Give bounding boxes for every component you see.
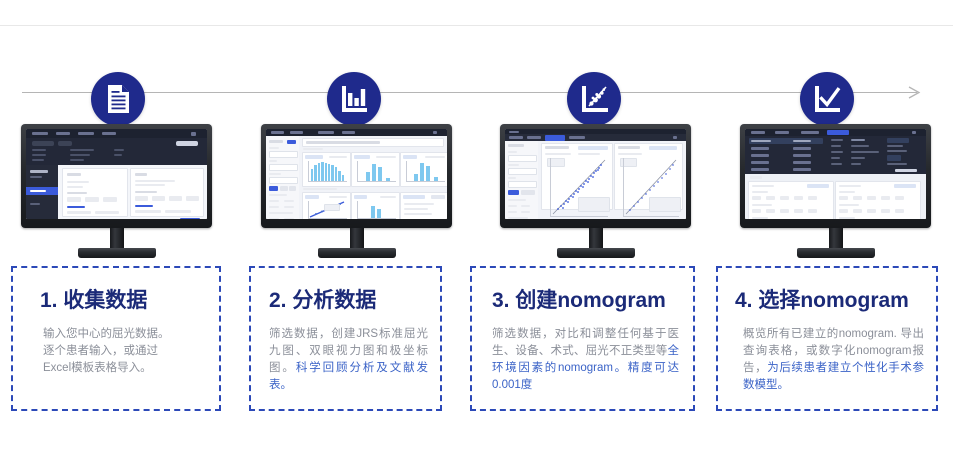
screen-control-panel <box>505 141 539 219</box>
monitor-bezel <box>261 124 452 228</box>
step-card-3-title: 3. 创建nomogram <box>492 289 666 312</box>
document-icon <box>105 84 132 114</box>
step-icon-scatter <box>567 72 621 126</box>
timeline <box>0 72 953 140</box>
step-icon-bar-chart <box>327 72 381 126</box>
step-card-1-title: 1. 收集数据 <box>40 289 148 312</box>
step-card-2-title: 2. 分析数据 <box>269 289 377 312</box>
screen-scatter-area <box>538 141 686 219</box>
step-card-4-title: 4. 选择nomogram <box>735 289 909 312</box>
step-card-1-line-1: 输入您中心的屈光数据。 <box>43 328 170 340</box>
monitor-bezel <box>740 124 931 228</box>
screen-navbar <box>266 129 447 136</box>
screen-filter-panel <box>26 138 207 165</box>
step-card-4: 4. 选择nomogram 概览所有已建立的nomogram. 导出查询表格，或… <box>716 266 938 411</box>
monitor-neck <box>588 228 603 250</box>
monitor-dashboard-charts <box>261 124 452 258</box>
screen-navbar <box>745 129 926 136</box>
screen-titlebar <box>505 129 686 134</box>
monitor-base <box>796 248 875 258</box>
screen-content <box>58 165 207 219</box>
step-card-3-text-plain: 筛选数据，对比和调整任何基于医生、设备、术式、屈光不正类型等 <box>492 328 679 357</box>
step-card-1-line-3: Excel模板表格导入。 <box>43 362 152 374</box>
check-chart-icon <box>813 85 841 113</box>
step-card-1-body: 输入您中心的屈光数据。 逐个患者输入，或通过 Excel模板表格导入。 <box>43 326 205 377</box>
step-card-3-text-highlight: 全环境因素的nomogram。精度可达0.001度 <box>492 345 679 391</box>
timeline-line <box>22 92 917 93</box>
arrow-right-icon <box>908 86 922 99</box>
bar-chart-icon <box>340 85 368 113</box>
step-card-4-body: 概览所有已建立的nomogram. 导出查询表格，或数字化nomogram报告，… <box>743 326 924 394</box>
step-card-3: 3. 创建nomogram 筛选数据，对比和调整任何基于医生、设备、术式、屈光不… <box>470 266 695 411</box>
monitor-base <box>77 248 156 258</box>
step-card-1-line-2: 逐个患者输入，或通过 <box>43 345 158 357</box>
monitor-data-entry <box>21 124 212 258</box>
step-icon-document <box>91 72 145 126</box>
step-card-2-body: 筛选数据，创建JRS标准屈光九图、双眼视力图和极坐标图。科学回顾分析及文献发表。 <box>269 326 428 394</box>
step-card-4-text-plain: 概览所有已建立的nomogram. 导出查询表格，或数字化nomogram报告， <box>743 328 924 374</box>
step-card-1: 1. 收集数据 输入您中心的屈光数据。 逐个患者输入，或通过 Excel模板表格… <box>11 266 221 411</box>
scatter-plot-icon <box>580 85 609 114</box>
screen-cards-area <box>745 174 926 219</box>
screen-table-panel <box>745 136 926 174</box>
step-card-2: 2. 分析数据 筛选数据，创建JRS标准屈光九图、双眼视力图和极坐标图。科学回顾… <box>249 266 442 411</box>
step-card-2-text-highlight: 科学回顾分析及文献发表。 <box>269 362 429 391</box>
monitor-nomogram-list <box>740 124 931 258</box>
step-icon-check <box>800 72 854 126</box>
top-divider <box>0 25 953 26</box>
monitor-bezel <box>500 124 691 228</box>
monitor-neck <box>109 228 124 250</box>
screen-tabs <box>505 134 686 141</box>
monitor-base <box>317 248 396 258</box>
monitor-neck <box>349 228 364 250</box>
screen-dashboard <box>299 136 447 219</box>
monitor-scatter-nomogram <box>500 124 691 258</box>
monitor-base <box>556 248 635 258</box>
step-card-4-text-highlight: 为后续患者建立个性化手术参数模型。 <box>743 362 925 391</box>
screen-filter-sidebar <box>266 136 300 219</box>
monitor-bezel <box>21 124 212 228</box>
monitor-screen <box>745 129 926 219</box>
step-card-3-body: 筛选数据，对比和调整任何基于医生、设备、术式、屈光不正类型等全环境因素的nomo… <box>492 326 679 394</box>
monitor-screen <box>505 129 686 219</box>
screen-sidebar <box>26 165 58 219</box>
monitor-screen <box>266 129 447 219</box>
monitor-screen <box>26 129 207 219</box>
step-card-2-text-plain: 筛选数据，创建JRS标准屈光九图、双眼视力图和极坐标图。 <box>269 328 428 374</box>
monitor-neck <box>828 228 843 250</box>
screen-navbar <box>26 129 207 138</box>
